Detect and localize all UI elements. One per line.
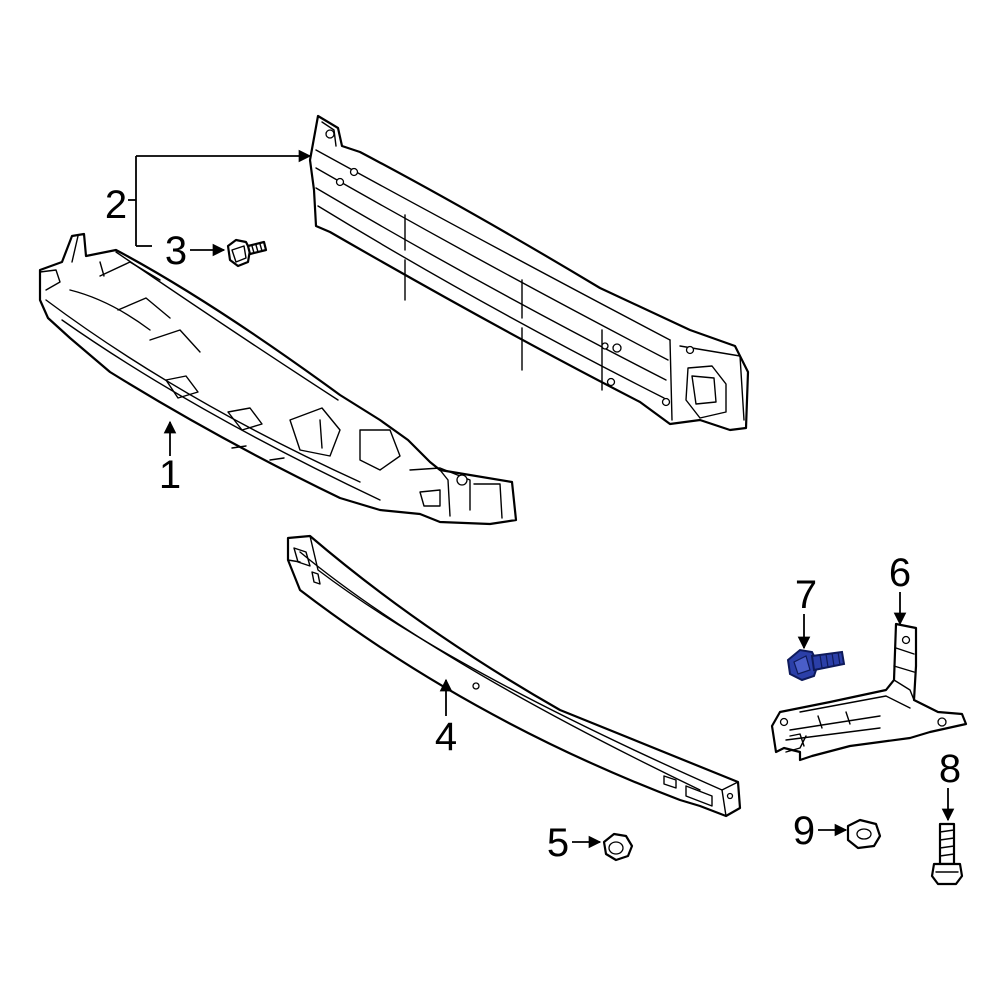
part-2-reinforcement-beam[interactable] bbox=[308, 114, 750, 432]
part-4-lower-stiffener[interactable] bbox=[286, 534, 742, 818]
callout-1: 1 bbox=[159, 453, 181, 497]
part-6-bracket[interactable] bbox=[770, 622, 968, 762]
callout-6: 6 bbox=[889, 551, 911, 595]
part-1-energy-absorber[interactable] bbox=[38, 232, 518, 526]
callout-3: 3 bbox=[165, 229, 187, 273]
callout-8: 8 bbox=[939, 747, 961, 791]
callout-5: 5 bbox=[547, 821, 569, 865]
callout-2: 2 bbox=[105, 183, 127, 227]
callout-4: 4 bbox=[435, 715, 457, 759]
part-7-bolt-highlighted[interactable] bbox=[786, 648, 846, 682]
part-5-nut[interactable] bbox=[602, 832, 634, 862]
callout-7: 7 bbox=[795, 573, 817, 617]
part-9-clip-nut[interactable] bbox=[846, 818, 882, 850]
leader-lines bbox=[128, 149, 955, 849]
part-8-bolt[interactable] bbox=[930, 822, 964, 886]
part-3-bolt[interactable] bbox=[226, 238, 268, 268]
callout-9: 9 bbox=[793, 809, 815, 853]
